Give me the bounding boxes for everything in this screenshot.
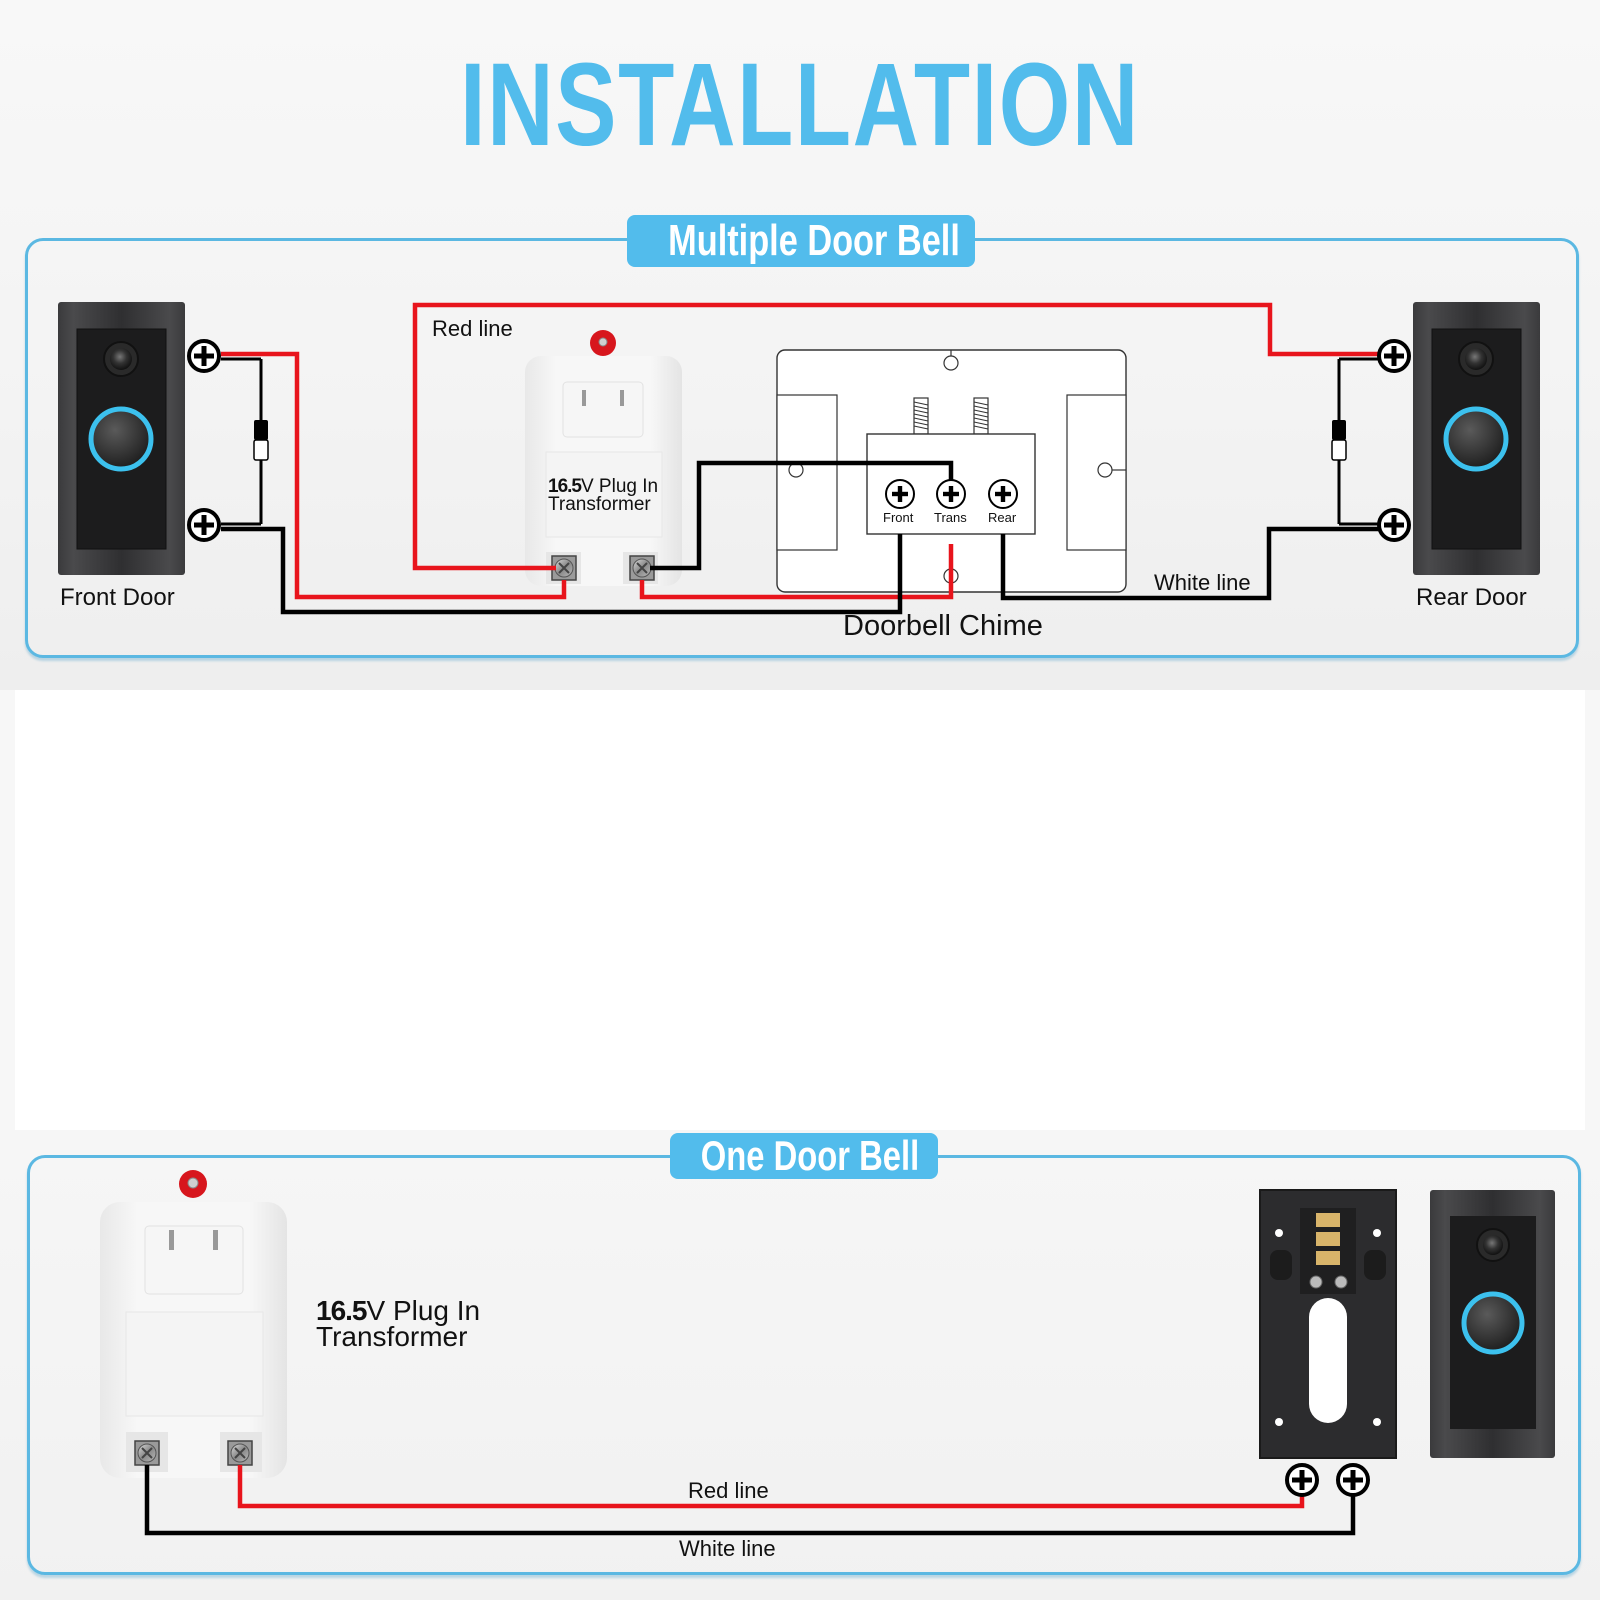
- front-negative-terminal-icon: [187, 508, 221, 542]
- transformer-device-bottom: [100, 1170, 287, 1478]
- rear-diode-icon: [1331, 357, 1378, 526]
- rear-negative-terminal-icon: [1377, 508, 1411, 542]
- single-doorbell-device: [1430, 1190, 1555, 1458]
- red-line-label-multiple: Red line: [432, 316, 513, 341]
- chime-front-terminal-icon: [885, 479, 915, 509]
- background-blank: [15, 690, 1585, 1130]
- rear-doorbell-device: [1413, 302, 1540, 575]
- front-door-label: Front Door: [60, 584, 175, 611]
- white-wires-multiple: [221, 460, 1378, 615]
- multiple-doorbell-diagram: [58, 302, 1540, 615]
- red-wire-single: [237, 1465, 1305, 1509]
- transformer-line2-bottom: Transformer: [316, 1321, 468, 1352]
- red-wires-multiple: [221, 302, 1378, 600]
- transformer-label-top: 16.5V Plug In Transformer: [548, 476, 659, 515]
- transformer-line1-top: V Plug In: [580, 476, 659, 497]
- multiple-doorbell-badge-label: Multiple Door Bell: [668, 216, 960, 265]
- white-line-label-single: White line: [679, 1536, 776, 1561]
- transformer-label-bottom: 16.5V Plug In Transformer: [316, 1295, 481, 1352]
- mounting-bracket-device: [1259, 1189, 1397, 1459]
- chime-rear-label: Rear: [988, 510, 1017, 525]
- red-line-label-single: Red line: [688, 1478, 769, 1503]
- one-doorbell-badge: One Door Bell: [670, 1133, 938, 1179]
- single-negative-terminal-icon: [1336, 1463, 1370, 1497]
- single-positive-terminal-icon: [1285, 1463, 1319, 1497]
- one-doorbell-badge-label: One Door Bell: [700, 1133, 920, 1179]
- rear-door-label: Rear Door: [1416, 584, 1527, 611]
- front-positive-terminal-icon: [187, 339, 221, 373]
- chime-rear-terminal-icon: [988, 479, 1018, 509]
- rear-positive-terminal-icon: [1377, 339, 1411, 373]
- one-doorbell-diagram: [100, 1170, 1555, 1536]
- transformer-device-top: [525, 330, 682, 586]
- transformer-voltage-bottom: 16.5: [316, 1295, 367, 1326]
- chime-front-label: Front: [883, 510, 914, 525]
- multiple-doorbell-badge: Multiple Door Bell: [627, 215, 975, 267]
- white-wire-single: [144, 1465, 1356, 1536]
- white-line-label-multiple: White line: [1154, 570, 1251, 595]
- chime-trans-label: Trans: [934, 510, 967, 525]
- page-title: INSTALLATION: [460, 39, 1140, 171]
- front-diode-icon: [221, 357, 269, 526]
- chime-trans-terminal-icon: [936, 479, 966, 509]
- front-doorbell-device: [58, 302, 185, 575]
- doorbell-chime-label: Doorbell Chime: [843, 610, 1043, 642]
- transformer-voltage-top: 16.5: [548, 476, 582, 497]
- transformer-line1-bottom: V Plug In: [366, 1295, 481, 1326]
- transformer-line2-top: Transformer: [548, 494, 651, 515]
